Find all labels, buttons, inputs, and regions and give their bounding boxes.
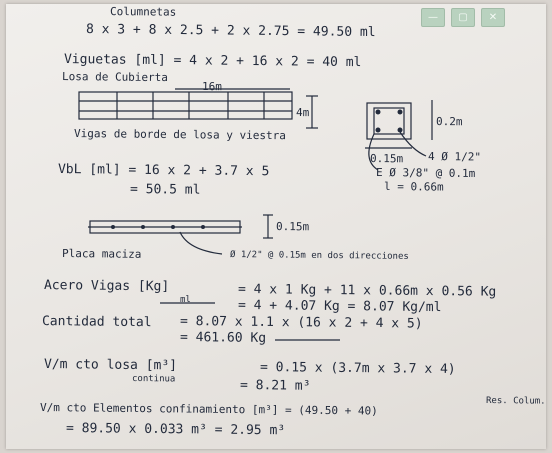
- acero-unit: ml: [179, 295, 191, 306]
- vm-losa-result: = 8.21 m³: [239, 378, 311, 394]
- minimize-button[interactable]: —: [421, 8, 445, 27]
- cantidad-result: = 461.60 Kg: [179, 330, 267, 346]
- dim-4m: 4m: [295, 106, 310, 120]
- placa-rebar: Ø 1/2" @ 0.15m en dos direcciones: [229, 250, 409, 262]
- columnas-equation: 8 x 3 + 8 x 2.5 + 2 x 2.75 = 49.50 ml: [85, 22, 376, 41]
- close-icon: ✕: [488, 12, 498, 23]
- dim-16m: 16m: [201, 80, 222, 94]
- section-width: 0.15m: [369, 152, 404, 166]
- section-outer: [366, 102, 412, 140]
- maximize-icon: ▢: [458, 12, 468, 23]
- maximize-button[interactable]: ▢: [451, 8, 475, 27]
- section-height: 0.2m: [435, 115, 463, 129]
- section-stirrup: [373, 107, 405, 135]
- viguetas-equation: Viguetas [ml] = 4 x 2 + 16 x 2 = 40 ml: [63, 52, 362, 71]
- acero-equation: = 4 x 1 Kg + 11 x 0.66m x 0.56 Kg: [237, 282, 497, 300]
- cantidad-equation: = 8.07 x 1.1 x (16 x 2 + 4 x 5): [179, 314, 423, 332]
- acero-label: Acero Vigas [Kg]: [43, 278, 170, 295]
- acero-equation-2: = 4 + 4.07 Kg = 8.07 Kg/ml: [237, 298, 442, 316]
- vigas-caption: Vigas de borde de losa y viestra: [73, 127, 286, 143]
- vm-losa-equation: = 0.15 x (3.7m x 3.7 x 4): [259, 360, 456, 378]
- slab-thickness: 0.15m: [275, 220, 310, 234]
- vm-losa-label: V/m cto losa [m³]: [43, 357, 178, 374]
- minimize-icon: —: [428, 12, 438, 23]
- vm-elementos-equation: = 89.50 x 0.033 m³ = 2.95 m³: [65, 421, 286, 439]
- stirrup-length: l = 0.66m: [383, 180, 444, 194]
- beam-elevation: [78, 91, 293, 120]
- vm-elementos-sub: Res. Colum.: [485, 396, 546, 407]
- close-button[interactable]: ✕: [481, 8, 505, 27]
- losa-label: Losa de Cubierta: [61, 70, 169, 85]
- stirrup-spec: E Ø 3/8" @ 0.1m: [375, 166, 476, 181]
- vm-losa-sub: continua: [131, 374, 176, 385]
- columnas-title: Columnetas: [109, 5, 177, 19]
- vbl-result: = 50.5 ml: [129, 182, 201, 198]
- cantidad-label: Cantidad total: [41, 314, 152, 331]
- section-rebar: 4 Ø 1/2": [427, 150, 482, 164]
- vbl-equation: VbL [ml] = 16 x 2 + 3.7 x 5: [57, 162, 270, 180]
- placa-label: Placa maciza: [61, 247, 142, 261]
